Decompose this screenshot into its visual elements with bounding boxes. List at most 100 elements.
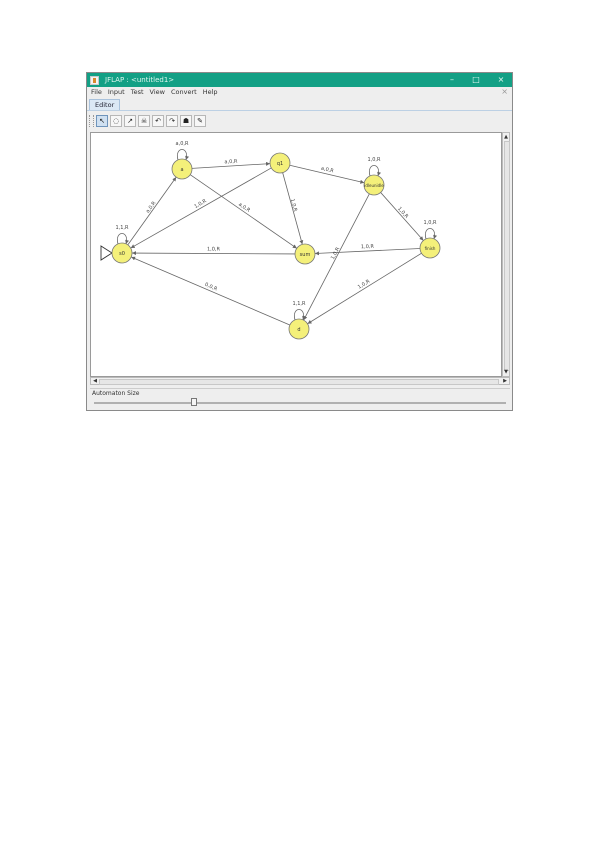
state-circle[interactable]: [363, 174, 385, 196]
horizontal-scrollbar[interactable]: ◀ ▶: [90, 377, 510, 385]
state-sum[interactable]: sum: [294, 243, 316, 265]
self-loop-label[interactable]: 1,1,R: [115, 225, 129, 231]
close-button[interactable]: ×: [497, 75, 505, 84]
state-q1[interactable]: q1: [269, 152, 291, 174]
self-loop-idle[interactable]: 1,0,R: [367, 157, 382, 177]
self-loop-arc[interactable]: [116, 233, 130, 245]
menu-convert[interactable]: Convert: [170, 88, 197, 96]
menu-file[interactable]: File: [91, 88, 102, 96]
transition-label[interactable]: 1,0,R: [289, 198, 298, 213]
transition-label[interactable]: 1,0,R: [193, 198, 208, 210]
redo-icon[interactable]: ↷: [166, 115, 178, 127]
transition-finish-sum[interactable]: 1,0,R: [314, 244, 421, 256]
transition-q1-idle[interactable]: a,0,R: [289, 164, 365, 184]
automaton-size-label: Automaton Size: [92, 390, 140, 397]
transition-label[interactable]: 1,0,R: [330, 246, 342, 261]
maximize-button[interactable]: □: [472, 75, 480, 84]
transition-idle-d[interactable]: 1,0,R: [303, 193, 370, 321]
transition-line[interactable]: [282, 172, 304, 245]
state-s0[interactable]: s0: [100, 242, 133, 264]
transition-label[interactable]: a,0,R: [145, 200, 158, 214]
transition-line[interactable]: [380, 192, 424, 241]
transition-line[interactable]: [189, 174, 298, 249]
automaton-size-slider-thumb[interactable]: [191, 398, 198, 406]
menu-bar: File Input Test View Convert Help ×: [87, 87, 512, 97]
self-loop-arc[interactable]: [424, 228, 438, 240]
scroll-up-icon[interactable]: ▲: [504, 134, 508, 140]
self-loop-finish[interactable]: 1,0,R: [423, 220, 438, 240]
transition-line[interactable]: [289, 164, 365, 184]
undo-icon[interactable]: ↶: [152, 115, 164, 127]
self-loop-a[interactable]: a,0,R: [176, 141, 190, 161]
title-bar[interactable]: JFLAP : <untitled1> – □ ×: [87, 73, 512, 87]
transition-line[interactable]: [130, 167, 272, 249]
transition-s0-a[interactable]: a,0,R: [127, 176, 177, 246]
transition-line[interactable]: [191, 161, 271, 169]
state-circle[interactable]: [419, 237, 441, 259]
initial-state-marker: [100, 245, 113, 261]
scroll-right-icon[interactable]: ▶: [503, 378, 507, 384]
state-circle[interactable]: [111, 242, 133, 264]
transition-creator-tool-icon[interactable]: ↗: [124, 115, 136, 127]
self-loop-arc[interactable]: [368, 165, 382, 177]
transition-a-q1[interactable]: a,0,R: [191, 159, 271, 169]
vertical-scrollbar[interactable]: ▲ ▼: [502, 132, 510, 377]
transition-line[interactable]: [131, 256, 290, 326]
transition-line[interactable]: [307, 252, 422, 325]
transition-q1-sum[interactable]: 1,0,R: [282, 172, 304, 245]
transition-label[interactable]: a,0,R: [320, 166, 334, 175]
window-title: JFLAP : <untitled1>: [105, 76, 175, 84]
self-loop-d[interactable]: 1,1,R: [292, 301, 307, 321]
self-loop-s0[interactable]: 1,1,R: [115, 225, 130, 245]
menu-view[interactable]: View: [149, 88, 165, 96]
transition-label[interactable]: 1,0,R: [361, 244, 375, 251]
self-loop-label[interactable]: 1,1,R: [292, 301, 306, 307]
state-idle[interactable]: idleunidle: [363, 174, 385, 196]
scroll-down-icon[interactable]: ▼: [504, 369, 508, 375]
self-loop-label[interactable]: a,0,R: [176, 141, 189, 147]
self-loop-arc[interactable]: [293, 309, 307, 321]
scroll-left-icon[interactable]: ◀: [93, 378, 97, 384]
trap-state-icon[interactable]: ☗: [180, 115, 192, 127]
state-circle[interactable]: [294, 243, 316, 265]
transition-q1-s0[interactable]: 1,0,R: [130, 167, 272, 249]
self-loop-arc[interactable]: [176, 149, 190, 161]
self-loop-label[interactable]: 1,0,R: [367, 157, 381, 163]
menu-input[interactable]: Input: [107, 88, 125, 96]
transition-d-s0[interactable]: 0,0,R: [131, 256, 290, 326]
automaton-size-slider[interactable]: [94, 402, 506, 404]
self-loop-label[interactable]: 1,0,R: [423, 220, 437, 226]
transition-line[interactable]: [131, 251, 296, 256]
transition-finish-d[interactable]: 1,0,R: [307, 252, 422, 325]
transition-a-sum[interactable]: a,0,R: [189, 174, 298, 249]
automaton-size-panel: Automaton Size: [90, 388, 510, 411]
edit-pencil-icon[interactable]: ✎: [194, 115, 206, 127]
toolbar-grip[interactable]: [89, 115, 94, 127]
menu-test[interactable]: Test: [130, 88, 144, 96]
vertical-scroll-thumb[interactable]: [504, 141, 510, 371]
transition-line[interactable]: [303, 193, 370, 321]
horizontal-scroll-thumb[interactable]: [99, 379, 499, 385]
state-finish[interactable]: finish: [419, 237, 441, 259]
state-circle[interactable]: [269, 152, 291, 174]
tab-editor[interactable]: Editor: [89, 99, 121, 110]
transition-label[interactable]: 0,0,R: [204, 282, 219, 293]
transition-label[interactable]: 1,0,R: [207, 246, 221, 252]
state-circle[interactable]: [171, 158, 193, 180]
transition-sum-s0[interactable]: 1,0,R: [131, 246, 296, 256]
transition-label[interactable]: a,0,R: [224, 159, 238, 166]
transition-line[interactable]: [127, 176, 177, 246]
menu-help[interactable]: Help: [202, 88, 218, 96]
state-circle[interactable]: [288, 318, 310, 340]
minimize-button[interactable]: –: [450, 75, 454, 84]
close-tab-icon[interactable]: ×: [501, 87, 508, 96]
state-a[interactable]: a: [171, 158, 193, 180]
deleter-tool-icon[interactable]: ☠: [138, 115, 150, 127]
transition-line[interactable]: [314, 248, 421, 256]
transition-idle-finish[interactable]: 1,0,R: [380, 192, 424, 241]
attribute-editor-tool-icon[interactable]: ↖: [96, 115, 108, 127]
state-creator-tool-icon[interactable]: ◌: [110, 115, 122, 127]
state-d[interactable]: d: [288, 318, 310, 340]
